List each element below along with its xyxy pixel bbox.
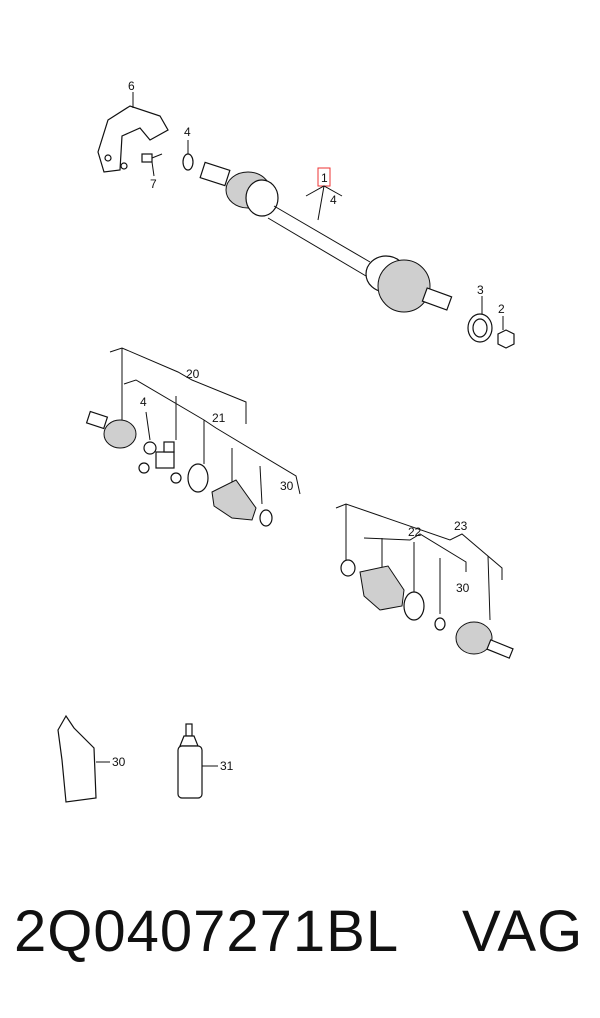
callout-1: 1 [321,171,328,185]
bracket-20 [109,347,247,424]
callout-22: 22 [408,525,422,539]
outer-joint-right [455,621,514,659]
boot-left [211,479,257,521]
callout-23: 23 [454,519,468,533]
callout-30-grease: 30 [112,755,126,769]
callout-6: 6 [128,79,135,93]
nut [497,329,515,349]
clamp-right-2 [403,591,425,621]
callout-4-shaft: 4 [330,193,337,207]
callout-20: 20 [186,367,200,381]
bracket-22 [363,533,467,572]
brand-label: VAG [462,899,584,964]
bracket-23 [335,503,503,580]
callout-30-left: 30 [280,479,294,493]
grease-tube [57,714,97,803]
drive-shaft [199,161,453,313]
circlip-top [182,153,194,171]
bolt [141,153,163,163]
circlip-right [434,617,446,631]
clamp-left-2 [259,509,273,527]
clamp-right-1 [340,559,356,577]
callout-3: 3 [477,283,484,297]
part-number: 2Q0407271BL [14,899,400,964]
heat-shield [97,105,169,173]
callout-2: 2 [498,302,505,316]
outer-joint-left [85,410,137,449]
callout-7: 7 [150,177,157,191]
callout-30-right: 30 [456,581,470,595]
callout-4-top: 4 [184,125,191,139]
callout-21: 21 [212,411,226,425]
boot-right [359,565,405,611]
bracket-21 [123,379,301,495]
callout-4-left: 4 [140,395,147,409]
cage-left [138,441,182,484]
circlip-left [143,441,157,455]
clamp-left-1 [187,463,209,493]
sealant-bottle [177,723,203,799]
parts-diagram: 6 7 4 1 4 3 2 20 21 30 4 [57,79,515,803]
callout-31: 31 [220,759,234,773]
